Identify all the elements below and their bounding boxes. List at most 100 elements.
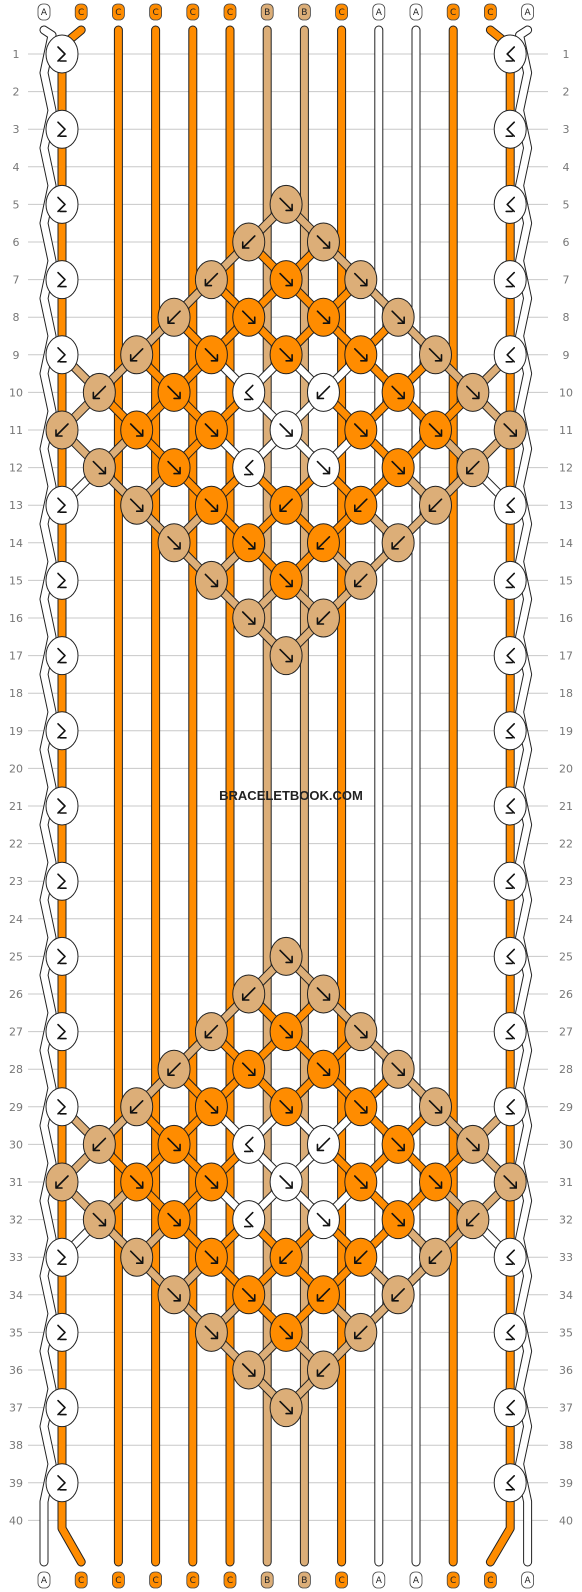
- knot-b: [194, 1012, 228, 1052]
- row-number-right: 40: [559, 1514, 573, 1527]
- knot-arrow-icon: [505, 1399, 515, 1416]
- strand-label-top: A: [41, 8, 48, 18]
- row-number-right: 18: [559, 687, 573, 700]
- row-number-left: 19: [9, 725, 23, 738]
- knot-arrow-icon: [505, 1099, 515, 1115]
- knot-arrow-icon: [129, 1175, 144, 1189]
- knot-arrow-icon: [279, 423, 293, 437]
- row-number-right: 26: [559, 988, 573, 1001]
- knot-arrow-icon: [354, 1175, 368, 1189]
- knot-body: [232, 1200, 266, 1240]
- strand-label-box: [186, 3, 200, 21]
- knot-fb: [45, 1012, 79, 1052]
- row-number-left: 36: [9, 1364, 23, 1377]
- knot-arrow-icon: [204, 272, 219, 287]
- strand-label-top: A: [525, 8, 532, 18]
- row-number-left: 31: [9, 1176, 23, 1189]
- knot-arrow-icon: [241, 611, 256, 625]
- knot-fb: [45, 711, 79, 751]
- strand-label-top: A: [376, 8, 383, 18]
- knot-arrow-icon: [316, 235, 331, 249]
- row-number-right: 27: [559, 1026, 573, 1039]
- strand-label-box: [335, 3, 349, 21]
- knot-b: [269, 1237, 303, 1277]
- knot-arrow-icon: [57, 873, 67, 889]
- row-number-right: 12: [559, 462, 573, 475]
- strand-label-box: [409, 1571, 423, 1589]
- strand-label-top: C: [115, 8, 121, 18]
- row-number-right: 19: [559, 725, 573, 738]
- knot-arrow-icon: [428, 1175, 443, 1189]
- row-number-left: 9: [13, 349, 20, 362]
- knot-arrow-icon: [428, 348, 443, 362]
- strand-label-box: [37, 3, 51, 21]
- strand-label-bottom: C: [78, 1576, 84, 1586]
- knot-f: [381, 1049, 415, 1089]
- strand-label-bottom: C: [487, 1576, 493, 1586]
- strand-label-box: [483, 1571, 497, 1589]
- row-number-left: 20: [9, 762, 23, 775]
- knot-fb: [45, 636, 79, 676]
- row-number-right: 13: [559, 499, 573, 512]
- knot-f: [306, 974, 340, 1014]
- knot-fb: [45, 335, 79, 375]
- row-number-left: 17: [9, 650, 23, 663]
- knot-arrow-icon: [92, 460, 107, 475]
- knot-fb: [45, 184, 79, 224]
- knot-fb: [45, 1237, 79, 1277]
- knot-arrow-icon: [204, 498, 219, 512]
- knot-bf: [493, 335, 527, 375]
- knot-arrow-icon: [167, 1062, 181, 1076]
- knot-bf: [493, 786, 527, 826]
- strand-label-top: C: [450, 8, 456, 18]
- knot-f: [157, 1275, 191, 1315]
- row-number-left: 37: [9, 1402, 23, 1415]
- strand-label-bottom: A: [413, 1576, 420, 1586]
- knot-body: [493, 485, 527, 525]
- knot-arrow-icon: [391, 1062, 405, 1076]
- knot-arrow-icon: [167, 1288, 181, 1302]
- row-number-left: 23: [9, 875, 23, 888]
- row-number-right: 14: [559, 537, 573, 550]
- knot-f: [269, 560, 303, 600]
- knot-body: [493, 636, 527, 676]
- row-number-left: 22: [9, 838, 23, 851]
- knot-arrow-icon: [391, 1137, 405, 1152]
- knot-arrow-icon: [243, 1211, 254, 1228]
- knot-body: [493, 936, 527, 976]
- strand-label-top: C: [338, 8, 344, 18]
- knot-body: [45, 1463, 79, 1503]
- knot-bf: [493, 636, 527, 676]
- knot-arrow-icon: [57, 46, 67, 62]
- strand-label-bottom: C: [115, 1576, 121, 1586]
- strand-label-box: [372, 3, 386, 21]
- knot-f: [381, 297, 415, 337]
- knot-f: [157, 1200, 191, 1240]
- knot-arrow-icon: [57, 1475, 67, 1491]
- strand-label-box: [37, 1571, 51, 1589]
- knot-b: [456, 1200, 490, 1240]
- knot-arrow-icon: [505, 347, 515, 363]
- row-number-right: 7: [563, 274, 570, 287]
- knot-f: [269, 410, 303, 450]
- knot-fb: [45, 260, 79, 300]
- knot-f: [120, 1237, 154, 1277]
- knot-arrow-icon: [57, 1023, 67, 1040]
- knot-f: [269, 636, 303, 676]
- knot-arrow-icon: [316, 460, 331, 475]
- knot-arrow-icon: [204, 1250, 219, 1264]
- knot-body: [45, 260, 79, 300]
- row-number-left: 25: [9, 950, 23, 963]
- knot-arrow-icon: [279, 1400, 293, 1415]
- row-number-right: 11: [559, 424, 573, 437]
- knot-body: [493, 1388, 527, 1428]
- knot-b: [157, 297, 191, 337]
- knot-f: [456, 1124, 490, 1164]
- knot-f: [306, 1049, 340, 1089]
- row-number-right: 22: [559, 838, 573, 851]
- knot-arrow-icon: [316, 1062, 331, 1076]
- knot-arrow-icon: [129, 423, 144, 437]
- knot-fb: [45, 861, 79, 901]
- knot-f: [157, 448, 191, 488]
